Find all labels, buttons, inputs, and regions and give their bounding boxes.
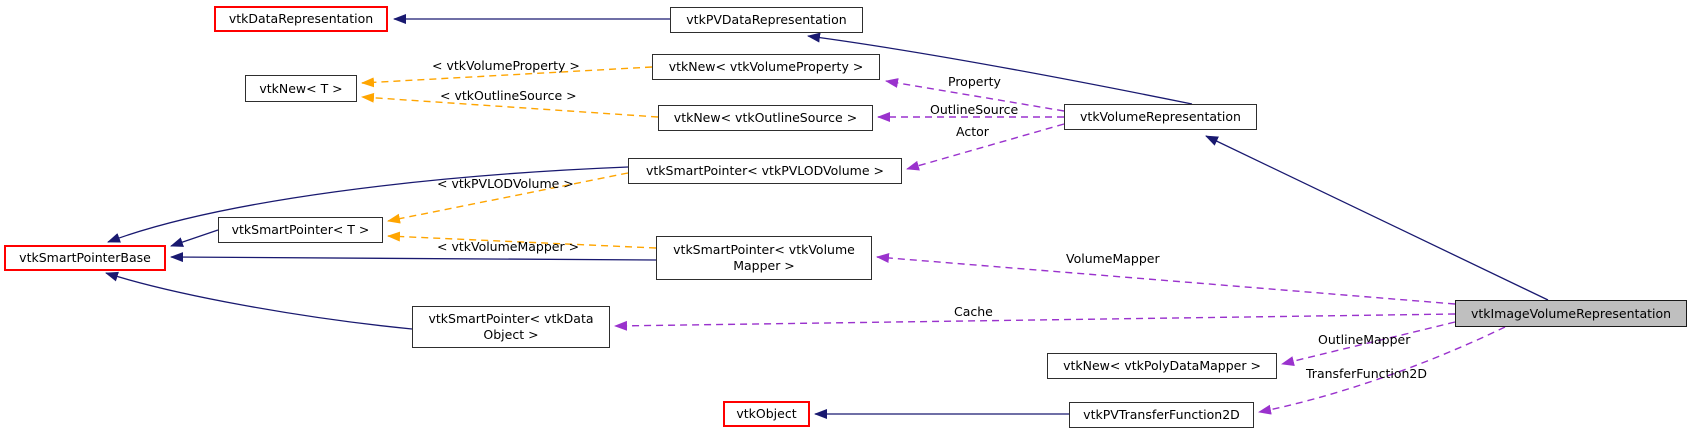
edge-label-template-pvlodvolume: < vtkPVLODVolume > <box>437 176 574 191</box>
node-vtksmartpointer-vtkdataobject[interactable]: vtkSmartPointer< vtkData Object > <box>412 306 610 348</box>
edge-label-template-volumeproperty: < vtkVolumeProperty > <box>432 58 580 73</box>
node-vtknew-vtkvolumeproperty[interactable]: vtkNew< vtkVolumeProperty > <box>652 54 880 80</box>
node-vtkpvtransferfunction2d[interactable]: vtkPVTransferFunction2D <box>1069 402 1254 428</box>
node-vtknew-t[interactable]: vtkNew< T > <box>245 75 357 102</box>
edge-label-template-outlinesource: < vtkOutlineSource > <box>440 88 577 103</box>
node-vtknew-vtkoutlinesource[interactable]: vtkNew< vtkOutlineSource > <box>658 105 873 131</box>
edge-template-smartptr-pvlodvolume <box>387 172 629 224</box>
edge-label-outlinemapper: OutlineMapper <box>1318 332 1411 347</box>
edge-label-outlinesource: OutlineSource <box>930 102 1019 117</box>
edge-usage-volumemapper <box>876 252 1456 305</box>
edge-inherit-smartptr-dataobj-to-base <box>105 271 413 330</box>
node-vtkpvdatarepresentation[interactable]: vtkPVDataRepresentation <box>670 7 863 33</box>
edge-template-vtknew-outlinesource <box>361 92 659 118</box>
edge-usage-transferfunction2d <box>1258 326 1506 415</box>
edge-inherit-smartptr-volmapper-to-base <box>170 252 657 263</box>
node-vtksmartpointer-vtkpvlodvolume[interactable]: vtkSmartPointer< vtkPVLODVolume > <box>628 158 902 184</box>
edge-template-smartptr-volumemapper <box>387 231 657 249</box>
edge-inherit-imagevolumerep-to-volumerep <box>1205 135 1549 301</box>
edge-usage-outlinemapper <box>1281 321 1456 366</box>
edge-template-vtknew-volumeproperty <box>361 66 653 88</box>
edge-label-volumemapper: VolumeMapper <box>1066 251 1160 266</box>
edge-inherit-smartptr-t-to-base <box>170 229 219 247</box>
edge-label-template-volumemapper: < vtkVolumeMapper > <box>437 239 580 254</box>
edge-label-transferfunction2d: TransferFunction2D <box>1306 366 1428 381</box>
node-vtknew-vtkpolydatamapper[interactable]: vtkNew< vtkPolyDataMapper > <box>1047 353 1277 379</box>
node-vtksmartpointer-t[interactable]: vtkSmartPointer< T > <box>218 217 383 243</box>
node-vtkvolumerepresentation[interactable]: vtkVolumeRepresentation <box>1064 104 1257 130</box>
node-vtksmartpointerbase[interactable]: vtkSmartPointerBase <box>4 245 166 271</box>
node-vtkobject[interactable]: vtkObject <box>723 401 810 427</box>
edge-inherit-volumerep-to-pvdatarep <box>807 32 1193 105</box>
node-vtkdatarepresentation[interactable]: vtkDataRepresentation <box>214 6 388 32</box>
edge-label-actor: Actor <box>956 124 989 139</box>
node-vtkimagevolumerepresentation: vtkImageVolumeRepresentation <box>1455 300 1687 327</box>
edge-inherit-smartptr-pvlod-to-base <box>107 166 629 243</box>
edge-label-property: Property <box>948 74 1001 89</box>
edge-label-cache: Cache <box>954 304 993 319</box>
edge-usage-property <box>885 78 1065 112</box>
edge-usage-cache <box>614 313 1456 331</box>
edge-usage-actor <box>906 123 1065 171</box>
node-vtksmartpointer-vtkvolumemapper[interactable]: vtkSmartPointer< vtkVolume Mapper > <box>656 236 872 280</box>
